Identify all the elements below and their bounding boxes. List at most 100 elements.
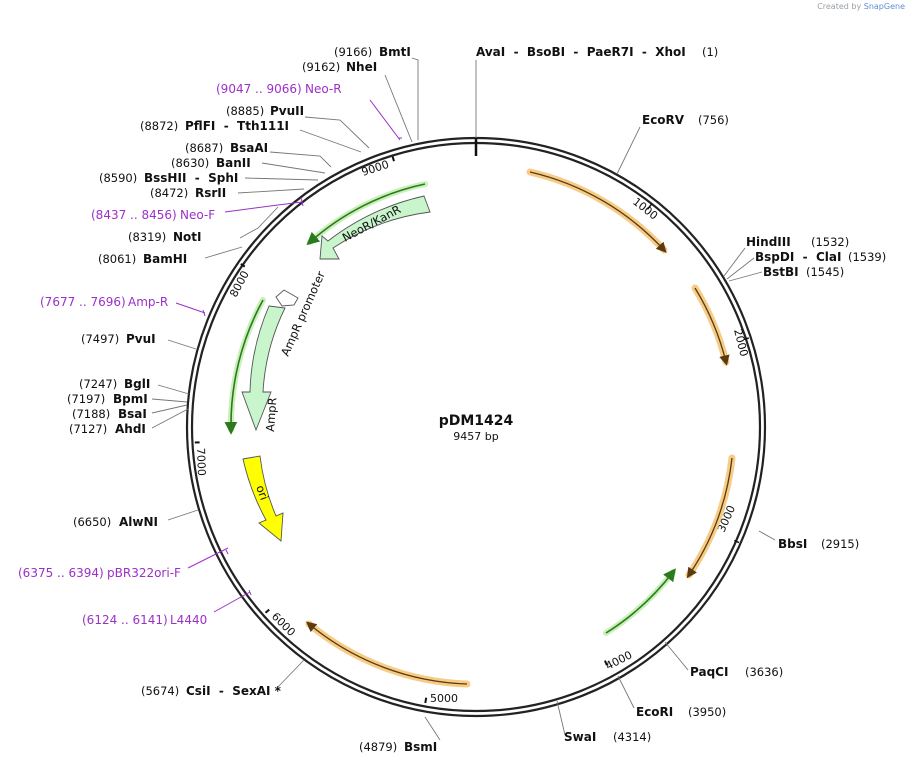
- enzyme-pos-pvuii-top: (8885): [226, 104, 264, 118]
- enzyme-bsmi: BsmI: [404, 740, 437, 754]
- primer-labels: (9047 .. 9066) Neo-R (8437 .. 8456) Neo-…: [18, 82, 342, 627]
- primer-pbr322ori-f: pBR322ori-F: [107, 566, 181, 580]
- feature-ampr-promoter: [275, 289, 299, 307]
- feature-label-ampr: AmpR: [263, 397, 279, 432]
- enzyme-pvui: PvuI: [126, 332, 156, 346]
- enzyme-pos-alwni: (6650): [73, 515, 111, 529]
- credit-prefix: Created by: [817, 2, 862, 11]
- enzyme-pos-bmti: (9166): [334, 45, 372, 59]
- feature-label-neor-kanr: NeoR/KanR: [340, 202, 403, 245]
- primer-range-amp-r: (7677 .. 7696): [40, 295, 126, 309]
- leader-lines: [151, 57, 776, 741]
- orf-arc-1-core: [529, 171, 667, 253]
- primer-amp-r: Amp-R: [128, 295, 168, 309]
- primer-neo-f: Neo-F: [180, 208, 215, 222]
- enzyme-bbsi: BbsI: [778, 537, 807, 551]
- ruler-label-2000: 2000: [731, 328, 750, 358]
- enzyme-pos-csii: (5674): [141, 684, 179, 698]
- enzyme-ecori: EcoRI: [636, 705, 673, 719]
- enzyme-pos-bsaai: (8687): [185, 141, 223, 155]
- ruler-tick-4000: [603, 660, 608, 666]
- enzyme-nhei: NheI: [346, 60, 377, 74]
- enzyme-hindiii: HindIII: [746, 235, 791, 249]
- enzyme-pos-hindiii: (1532): [811, 235, 849, 249]
- ruler-label-5000: 5000: [430, 692, 458, 705]
- feature-ampr: [241, 305, 286, 432]
- primer-range-l4440: (6124 .. 6141): [82, 613, 168, 627]
- enzyme-bamhi: BamHI: [143, 252, 187, 266]
- enzyme-bsshii: BssHII - SphI: [144, 171, 238, 185]
- enzyme-pos-bsmi: (4879): [359, 740, 397, 754]
- orf-arc-3-core: [686, 457, 733, 579]
- enzyme-bstbi: BstBI: [763, 265, 799, 279]
- ruler-tick-9000: [391, 156, 395, 162]
- enzyme-alwni: AlwNI: [119, 515, 158, 529]
- enzyme-labels: (9166) BmtI (9162) NheI (8885) PvuII (88…: [67, 45, 886, 754]
- green-arc-2-core: [306, 183, 426, 246]
- enzyme-ecorv: EcoRV: [642, 113, 685, 127]
- enzyme-ahdi: AhdI: [115, 422, 146, 436]
- features: NeoR/KanR AmpR promoter AmpR ori: [241, 195, 431, 542]
- enzyme-pos-bgli: (7247): [79, 377, 117, 391]
- enzyme-noti: NotI: [173, 230, 202, 244]
- enzyme-xhoi-group: AvaI - BsoBI - PaeR7I - XhoI: [476, 45, 686, 59]
- enzyme-bmti: BmtI: [379, 45, 411, 59]
- enzyme-pos-swai: (4314): [613, 730, 651, 744]
- orf-arc-2: [691, 284, 730, 366]
- enzyme-pos-rsrii: (8472): [150, 186, 188, 200]
- enzyme-pos-nhei: (9162): [302, 60, 340, 74]
- snapgene-credit: Created by SnapGene: [817, 2, 905, 11]
- enzyme-pos-bsai: (7188): [72, 407, 110, 421]
- enzyme-pos-bpmi: (7197): [67, 392, 105, 406]
- enzyme-pos-paqci: (3636): [745, 665, 783, 679]
- enzyme-pos-pvui: (7497): [81, 332, 119, 346]
- primer-range-neo-f: (8437 .. 8456): [91, 208, 177, 222]
- enzyme-pos-ecori: (3950): [688, 705, 726, 719]
- enzyme-pos-bamhi: (8061): [98, 252, 136, 266]
- enzyme-pos-clai: (1539): [848, 250, 886, 264]
- enzyme-pos-ahdi: (7127): [69, 422, 107, 436]
- enzyme-paqci: PaqCI: [690, 665, 728, 679]
- enzyme-pos-bbsi: (2915): [821, 537, 859, 551]
- enzyme-clai: BspDI - ClaI: [755, 250, 841, 264]
- primer-l4440: L4440: [170, 613, 207, 627]
- enzyme-pos-bstbi: (1545): [806, 265, 844, 279]
- orf-green-arrows: [224, 181, 676, 636]
- enzyme-pos-banii: (8630): [171, 156, 209, 170]
- ruler-label-7000: 7000: [194, 448, 208, 476]
- green-arc-3-core: [224, 299, 264, 435]
- ruler-tick-8000: [240, 263, 246, 268]
- ruler-tick-2000: [743, 337, 750, 341]
- green-arc-1-core: [605, 568, 676, 634]
- orf-arc-2-core: [694, 287, 730, 366]
- ruler-tick-3000: [733, 539, 740, 544]
- enzyme-bsaai: BsaAI: [230, 141, 268, 155]
- orf-arc-4-core: [305, 621, 468, 685]
- orf-arrows: [305, 168, 736, 688]
- primer-leaders: [175, 99, 402, 613]
- enzyme-rsrii: RsrII: [195, 186, 226, 200]
- ruler-label-4000: 4000: [603, 648, 634, 672]
- primer-neo-r: Neo-R: [305, 82, 342, 96]
- snapgene-brand: SnapGene: [863, 2, 905, 11]
- ruler-tick-1000: [646, 203, 653, 210]
- enzyme-bpmi: BpmI: [113, 392, 148, 406]
- enzyme-banii: BanII: [216, 156, 251, 170]
- feature-neor-kanr: [319, 195, 431, 260]
- enzyme-swai: SwaI: [564, 730, 596, 744]
- feature-ori: [242, 455, 284, 542]
- enzyme-pvuii-top: PvuII: [270, 104, 304, 118]
- enzyme-bsai: BsaI: [118, 407, 147, 421]
- enzyme-pos-ecorv: (756): [698, 113, 729, 127]
- primer-range-neo-r: (9047 .. 9066): [216, 82, 302, 96]
- feature-label-ori: ori: [253, 483, 271, 502]
- orf-arc-4: [305, 620, 471, 688]
- feature-label-ampr-promoter: AmpR promoter: [278, 269, 328, 358]
- ruler-tick-5000: [424, 697, 428, 704]
- enzyme-pos-noti: (8319): [128, 230, 166, 244]
- enzyme-pflfi: PflFI - Tth111I: [185, 119, 289, 133]
- primer-range-pbr322ori-f: (6375 .. 6394): [18, 566, 104, 580]
- enzyme-bgli: BglI: [124, 377, 150, 391]
- plasmid-length: 9457 bp: [453, 430, 498, 443]
